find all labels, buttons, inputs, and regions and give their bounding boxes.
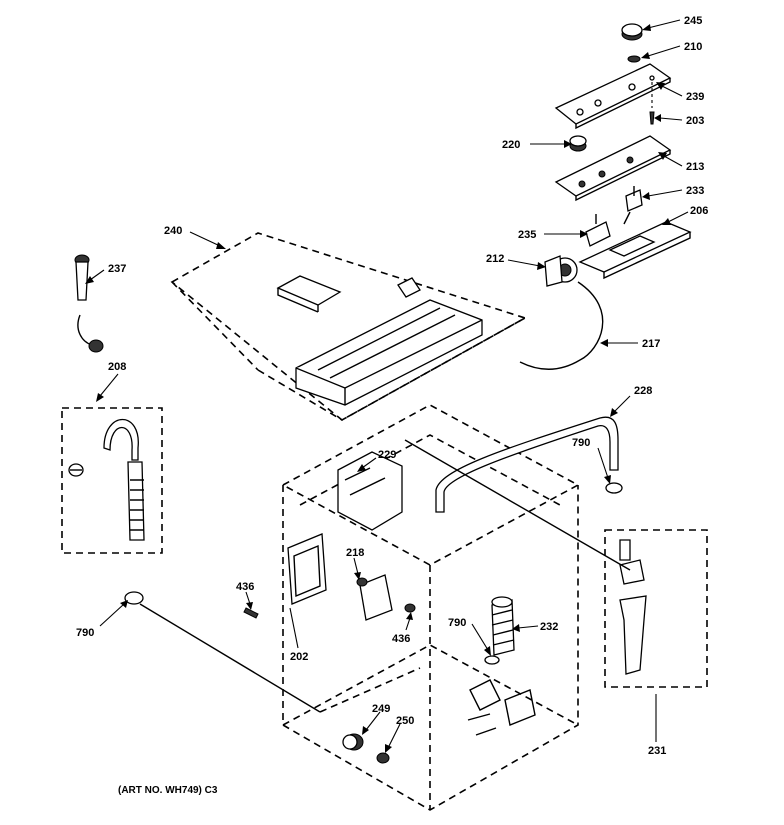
circuit-board-229 <box>337 451 403 531</box>
console-tray <box>276 275 483 406</box>
control-bracket <box>554 135 672 202</box>
spring-washer <box>627 55 641 63</box>
callout-245: 245 <box>684 15 702 27</box>
callout-220: 220 <box>502 139 520 151</box>
valve-line <box>404 439 631 571</box>
callout-436-left: 436 <box>236 581 254 593</box>
callout-237: 237 <box>108 263 126 275</box>
screw-436-left <box>243 607 259 619</box>
screw-436-right <box>404 603 416 613</box>
valve-218 <box>356 574 393 621</box>
hose-clamp-right <box>605 482 623 494</box>
control-panel-plate <box>554 63 672 130</box>
callout-217: 217 <box>642 338 660 350</box>
selector-knob <box>569 135 587 152</box>
callout-240: 240 <box>164 225 182 237</box>
hose-clamp-middle <box>484 655 500 665</box>
timer-knob <box>621 23 643 41</box>
callout-228: 228 <box>634 385 652 397</box>
callout-232: 232 <box>540 621 558 633</box>
callout-790-left: 790 <box>76 627 94 639</box>
drain-hose-kit <box>61 407 163 554</box>
hose-clamp-left <box>124 591 144 605</box>
callout-235: 235 <box>518 229 536 241</box>
callout-231: 231 <box>648 745 666 757</box>
callout-206: 206 <box>690 205 708 217</box>
cabinet-outline <box>281 404 580 811</box>
callout-202: 202 <box>290 651 308 663</box>
callout-239: 239 <box>686 91 704 103</box>
pump-232 <box>491 596 515 656</box>
callout-790-middle: 790 <box>448 617 466 629</box>
switch-235 <box>585 214 611 247</box>
pressure-hose <box>519 281 604 370</box>
callout-218: 218 <box>346 547 364 559</box>
screw <box>649 111 655 125</box>
cap-250 <box>376 752 390 764</box>
callout-233: 233 <box>686 185 704 197</box>
switch-mount-206 <box>578 221 692 280</box>
mounting-hardware <box>467 679 536 736</box>
hose-dashed-run <box>319 667 421 713</box>
callout-436-right: 436 <box>392 633 410 645</box>
hose-connection-line <box>139 603 321 713</box>
drain-fitting-249 <box>342 733 364 751</box>
agitator-parts-box <box>604 529 708 688</box>
callout-208: 208 <box>108 361 126 373</box>
art-number-caption: (ART NO. WH749) C3 <box>118 785 218 796</box>
pressure-switch-212 <box>544 255 578 287</box>
inlet-hose-fitting <box>74 254 104 353</box>
callout-210: 210 <box>684 41 702 53</box>
callout-212: 212 <box>486 253 504 265</box>
callout-249: 249 <box>372 703 390 715</box>
fill-hose-228 <box>435 416 619 513</box>
control-board-202 <box>287 533 327 605</box>
switch-233 <box>623 186 643 225</box>
callout-213: 213 <box>686 161 704 173</box>
callout-leaders <box>85 19 689 753</box>
callout-229: 229 <box>378 449 396 461</box>
control-console-outline <box>170 232 528 421</box>
callout-790-right: 790 <box>572 437 590 449</box>
callout-203: 203 <box>686 115 704 127</box>
callout-250: 250 <box>396 715 414 727</box>
